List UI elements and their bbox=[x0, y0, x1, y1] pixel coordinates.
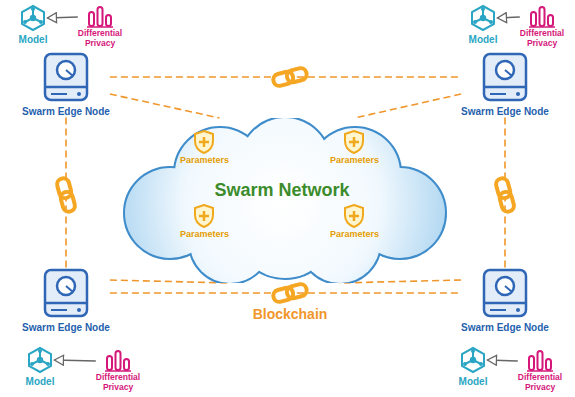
network-label: Blockchain bbox=[253, 306, 328, 322]
node-label: Model bbox=[459, 376, 488, 388]
node-label: Differential Privacy bbox=[96, 373, 140, 393]
shield-icon bbox=[193, 130, 215, 154]
shield-icon bbox=[343, 204, 365, 228]
network-link bbox=[110, 94, 220, 118]
model-icon bbox=[19, 4, 47, 32]
privacy-icon bbox=[526, 350, 554, 372]
chain-icon bbox=[56, 177, 76, 213]
node-label: Swarm Edge Node bbox=[461, 322, 549, 334]
node-label: Differential Privacy bbox=[520, 29, 564, 49]
server-icon bbox=[482, 52, 528, 102]
edge-node: Swarm Edge Node bbox=[22, 52, 110, 118]
privacy-node: Differential Privacy bbox=[520, 6, 564, 49]
privacy-icon bbox=[86, 6, 114, 28]
server-icon bbox=[43, 52, 89, 102]
node-label: Model bbox=[19, 34, 48, 46]
node-label: Model bbox=[26, 376, 55, 388]
privacy-node: Differential Privacy bbox=[78, 6, 122, 49]
privacy-node: Differential Privacy bbox=[96, 350, 140, 393]
server-icon bbox=[43, 268, 89, 318]
chain-icon bbox=[495, 177, 515, 213]
chain-icon bbox=[272, 283, 308, 303]
node-label: Parameters bbox=[330, 229, 379, 239]
node-label: Differential Privacy bbox=[78, 29, 122, 49]
flow-arrow bbox=[487, 360, 517, 361]
shield-icon bbox=[193, 204, 215, 228]
parameter-shield: Parameters bbox=[330, 130, 379, 165]
node-label: Model bbox=[469, 34, 498, 46]
node-label: Swarm Edge Node bbox=[22, 106, 110, 118]
node-label: Parameters bbox=[180, 229, 229, 239]
server-icon bbox=[482, 268, 528, 318]
network-cloud: Swarm NetworkParametersParametersParamet… bbox=[110, 118, 455, 283]
model-node: Model bbox=[26, 346, 55, 388]
parameter-shield: Parameters bbox=[180, 204, 229, 239]
flow-arrow bbox=[497, 17, 519, 18]
node-label: Swarm Edge Node bbox=[461, 106, 549, 118]
parameter-shield: Parameters bbox=[330, 204, 379, 239]
parameter-shield: Parameters bbox=[180, 130, 229, 165]
node-label: Parameters bbox=[180, 155, 229, 165]
privacy-icon bbox=[104, 350, 132, 372]
edge-node: Swarm Edge Node bbox=[22, 268, 110, 334]
cloud-shape bbox=[110, 118, 455, 283]
node-label: Parameters bbox=[330, 155, 379, 165]
shield-icon bbox=[343, 130, 365, 154]
model-icon bbox=[469, 4, 497, 32]
model-icon bbox=[26, 346, 54, 374]
model-node: Model bbox=[459, 346, 488, 388]
privacy-node: Differential Privacy bbox=[518, 350, 562, 393]
chain-icon bbox=[272, 67, 308, 87]
flow-arrow bbox=[54, 360, 95, 361]
model-icon bbox=[459, 346, 487, 374]
flow-arrow bbox=[47, 17, 77, 18]
network-link bbox=[355, 94, 462, 118]
node-label: Differential Privacy bbox=[518, 373, 562, 393]
node-label: Swarm Edge Node bbox=[22, 322, 110, 334]
edge-node: Swarm Edge Node bbox=[461, 52, 549, 118]
network-title: Swarm Network bbox=[110, 180, 455, 201]
model-node: Model bbox=[19, 4, 48, 46]
edge-node: Swarm Edge Node bbox=[461, 268, 549, 334]
model-node: Model bbox=[469, 4, 498, 46]
privacy-icon bbox=[528, 6, 556, 28]
